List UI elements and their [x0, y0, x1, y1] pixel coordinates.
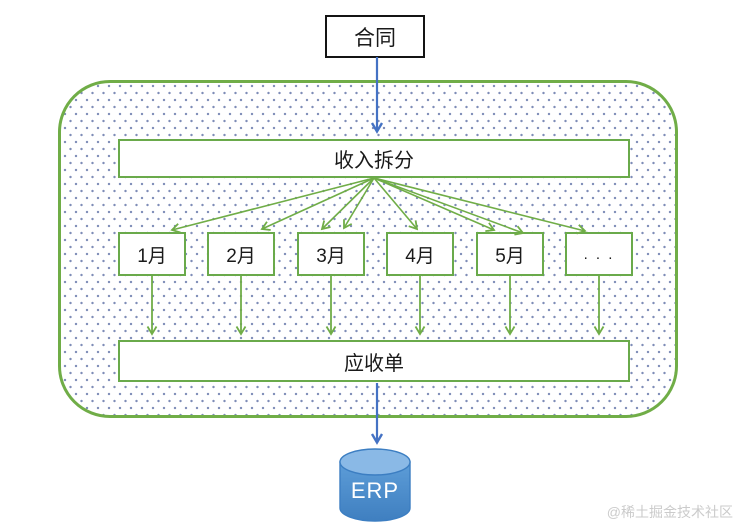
revenue-split-node: 收入拆分 [118, 139, 630, 178]
month-label: 5月 [495, 245, 525, 267]
month-label: . . . [583, 245, 615, 263]
month-node-4: 4月 [386, 232, 454, 276]
receivable-label: 应收单 [344, 352, 404, 375]
month-label: 2月 [226, 245, 256, 267]
month-node-5: 5月 [476, 232, 544, 276]
month-label: 4月 [405, 245, 435, 267]
erp-label: ERP [350, 478, 400, 503]
month-node-ellipsis: . . . [565, 232, 633, 276]
contract-label: 合同 [354, 26, 396, 50]
month-label: 1月 [137, 245, 167, 267]
watermark-text: @稀土掘金技术社区 [606, 504, 733, 520]
month-node-1: 1月 [118, 232, 186, 276]
receivable-node: 应收单 [118, 340, 630, 382]
contract-node: 合同 [325, 15, 425, 58]
month-label: 3月 [316, 245, 346, 267]
month-node-3: 3月 [297, 232, 365, 276]
revenue-split-label: 收入拆分 [334, 150, 414, 172]
month-node-2: 2月 [207, 232, 275, 276]
